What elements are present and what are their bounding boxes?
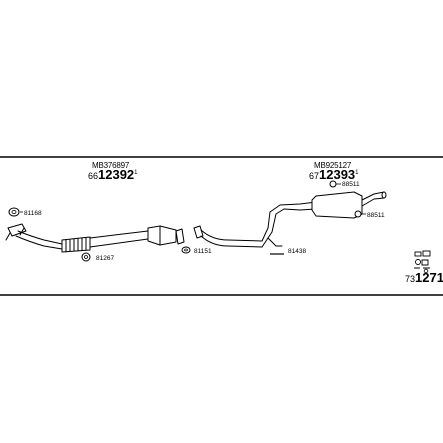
- catalytic-converter: [147, 225, 177, 246]
- hanger-rear-top: 88511: [329, 180, 360, 188]
- kit-ref: 7312716: [405, 270, 443, 285]
- front-ref: 66123921: [88, 167, 138, 182]
- gasket-front-label: 81168: [24, 210, 42, 217]
- front-part-number: MB376897: [92, 161, 130, 170]
- front-ref-suffix: 1: [134, 170, 138, 176]
- kit-ref-main: 12716: [415, 270, 443, 285]
- rear-ref: 67123931: [309, 167, 359, 182]
- mounting-kit-icon: [414, 250, 431, 274]
- kit-ref-prefix: 73: [405, 274, 415, 284]
- mount-front-label: 81267: [96, 255, 114, 262]
- front-ref-prefix: 66: [88, 171, 98, 181]
- rear-ref-main: 12393: [319, 167, 355, 182]
- front-ref-main: 12392: [98, 167, 134, 182]
- rear-muffler: [311, 191, 363, 219]
- mount-front: 81267: [81, 252, 114, 262]
- hanger-rear-top-label: 88511: [342, 181, 360, 188]
- rear-ref-suffix: 1: [355, 170, 359, 176]
- gasket-front: 81168: [8, 207, 42, 217]
- front-pipe-assembly: [5, 223, 185, 253]
- rear-ref-prefix: 67: [309, 171, 319, 181]
- hanger-rear-label: 88511: [367, 212, 385, 219]
- middle-inlet-flange: [193, 225, 204, 239]
- manifold-flange: [7, 223, 27, 237]
- clamp-mid: 81151: [181, 246, 212, 255]
- seal-mid-label: 81438: [288, 248, 306, 255]
- clamp-mid-label: 81151: [194, 248, 212, 255]
- rear-muffler-assembly: [279, 191, 387, 219]
- hanger-rear: 88511: [354, 210, 385, 219]
- rear-part-number: MB925127: [314, 161, 352, 170]
- seal-mid: 81438: [270, 248, 306, 255]
- middle-pipe-assembly: [193, 204, 285, 248]
- flex-joint: [61, 236, 91, 253]
